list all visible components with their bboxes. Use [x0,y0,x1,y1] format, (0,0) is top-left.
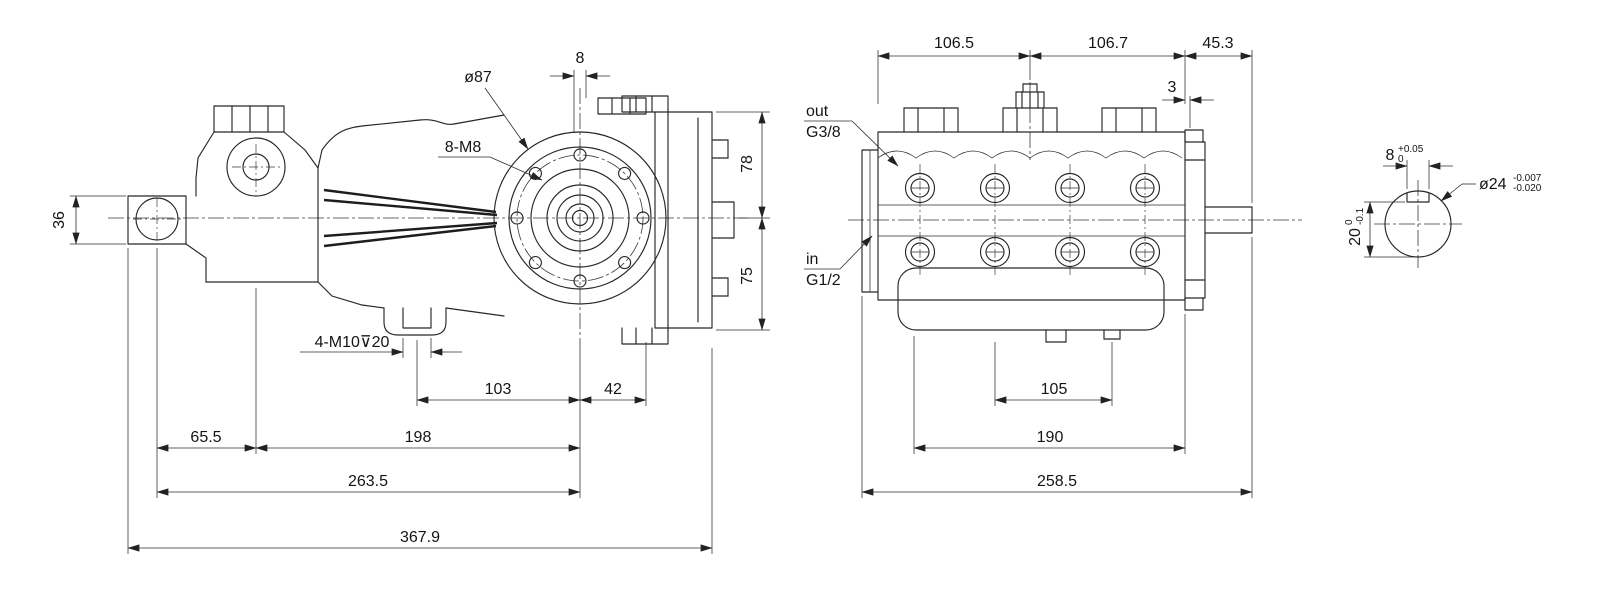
bolt-circle [516,154,644,282]
dim-42-label: 42 [604,381,622,398]
shaft-dia-tol-lower: -0.020 [1513,183,1542,194]
side-view-body [127,105,505,336]
dim-105-label: 105 [1041,381,1068,398]
shaft-section-view: 8 +0.05 0 20 0 -0.1 ø24 -0.007 -0.020 [1344,144,1542,268]
dim-65-5-label: 65.5 [190,429,221,446]
dim-103-label: 103 [485,381,512,398]
foot-holes-note: 4-M10⊽20 [315,334,390,351]
dim-258-5-label: 258.5 [1037,473,1077,490]
dim-263-5-label: 263.5 [348,473,388,490]
side-view-end-plate [621,95,735,345]
out-port-label: out [806,103,829,120]
flange-dia-label: ø87 [464,69,492,86]
in-port-thread: G1/2 [806,272,841,289]
dim-45-3-label: 45.3 [1202,35,1233,52]
dim-75-label: 75 [739,267,756,285]
top-view-centerlines [848,82,1302,276]
flange-bolts-label: 8-M8 [445,139,482,156]
dim-8-label: 8 [576,50,585,67]
dim-106-5-label: 106.5 [934,35,974,52]
dim-78-label: 78 [739,155,756,173]
side-view-dimensions: ø87 8-M8 8 36 78 75 4-M10⊽20 103 42 [51,50,770,554]
dim-198-label: 198 [405,429,432,446]
side-view-flange [493,97,667,305]
top-view-body [861,83,1253,343]
out-port-thread: G3/8 [806,124,841,141]
side-view-centerlines [108,88,748,352]
dim-106-7-label: 106.7 [1088,35,1128,52]
top-view-dimensions: 106.5 106.7 45.3 3 out G3/8 in G1/2 105 … [804,35,1253,498]
dim-36-label: 36 [51,211,68,229]
in-port-label: in [806,251,818,268]
key-width-tol-lower: 0 [1398,154,1404,165]
dim-3-label: 3 [1168,79,1177,96]
flange-bolt-holes [510,148,650,288]
shaft-dia-label: ø24 [1479,176,1507,193]
key-depth-tol-upper: 0 [1344,219,1355,225]
key-depth-label: 20 [1347,228,1364,246]
key-depth-tol-lower: -0.1 [1355,207,1366,225]
key-width-tol-upper: +0.05 [1398,144,1424,155]
shaft-dia-tol-upper: -0.007 [1513,173,1542,184]
valve-plugs [904,172,1161,268]
dim-190-label: 190 [1037,429,1064,446]
dim-367-9-label: 367.9 [400,529,440,546]
key-width-label: 8 [1386,147,1395,164]
